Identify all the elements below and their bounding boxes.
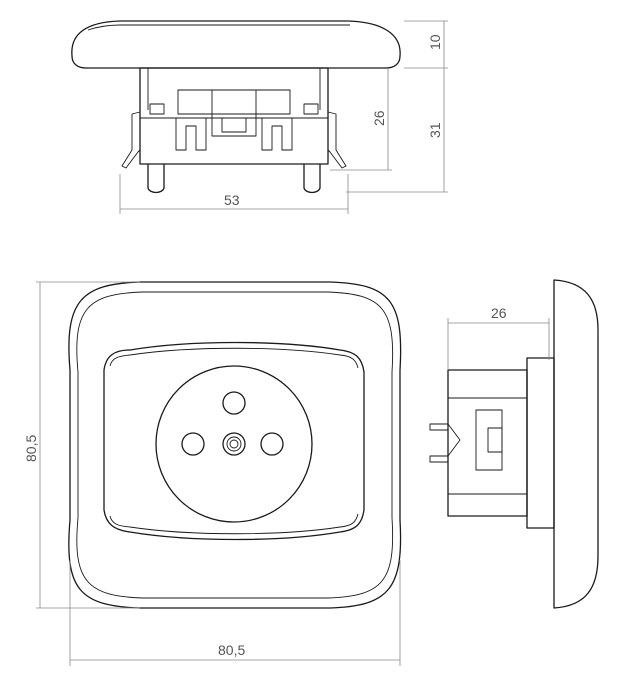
top-view-cover — [71, 20, 401, 69]
top-view-cover-inner — [87, 24, 350, 31]
side-view-cover — [553, 279, 599, 609]
front-view-top-hole — [222, 391, 246, 415]
front-view-plate — [103, 341, 365, 541]
front-view: 80,5 80,5 — [23, 281, 402, 666]
top-view-right-claw — [327, 111, 347, 169]
front-view-left-hole — [181, 432, 205, 456]
front-view-frame — [68, 281, 402, 609]
top-view-left-claw — [121, 111, 141, 169]
top-view-right-leg — [303, 163, 321, 194]
side-view: 26 — [429, 279, 599, 609]
dim-top-width: 53 — [224, 192, 240, 208]
dim-front-width: 80,5 — [218, 642, 245, 658]
top-view: 10 26 31 53 — [71, 20, 448, 214]
front-view-frame-inner — [76, 291, 394, 599]
top-view-body — [139, 67, 329, 165]
dim-body-height: 26 — [371, 110, 387, 126]
front-view-socket — [155, 365, 313, 523]
front-view-right-hole — [260, 432, 284, 456]
front-view-earth-pin — [222, 432, 246, 456]
top-view-left-leg — [147, 163, 165, 194]
side-view-clip — [429, 423, 461, 463]
side-view-plate — [526, 357, 555, 529]
dim-cover-height: 10 — [427, 34, 443, 50]
dim-front-height: 80,5 — [23, 435, 39, 462]
dim-side-depth: 26 — [491, 305, 507, 321]
dim-total-height: 31 — [427, 122, 443, 138]
side-view-mechanism — [447, 369, 528, 517]
